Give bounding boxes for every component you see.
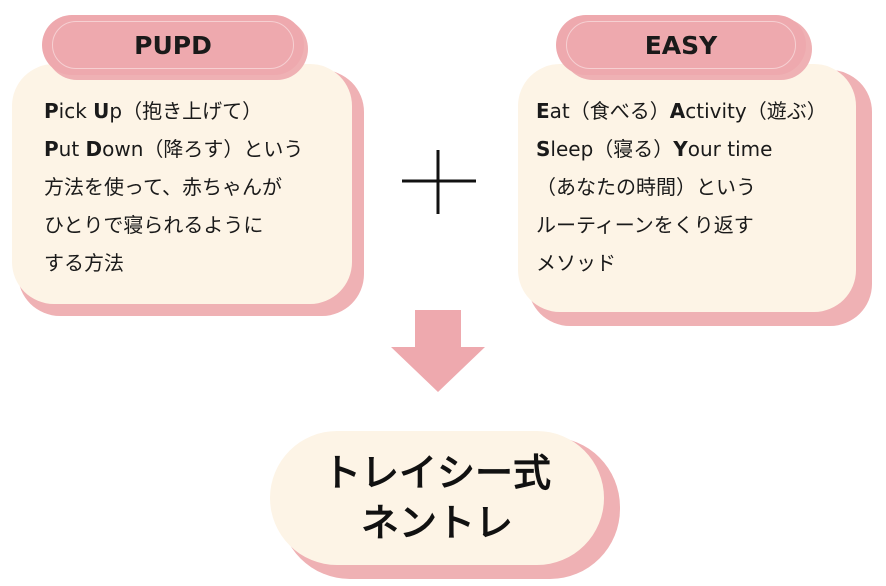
pupd-line-3: 方法を使って、赤ちゃんが bbox=[44, 175, 282, 199]
pupd-line-1: Pick Up（抱き上げて） bbox=[44, 99, 263, 123]
pupd-line-2: Put Down（降ろす）という bbox=[44, 137, 304, 161]
easy-card bbox=[518, 64, 856, 312]
easy-description: Eat（食べる）Activity（遊ぶ） Sleep（寝る）Your time … bbox=[536, 92, 827, 282]
pupd-description: Pick Up（抱き上げて） Put Down（降ろす）という 方法を使って、赤… bbox=[44, 92, 303, 282]
easy-line-3: （あなたの時間）という bbox=[536, 175, 756, 199]
pupd-title-text: PUPD bbox=[134, 30, 212, 60]
result-line-1: トレイシー式 bbox=[322, 451, 551, 495]
easy-line-2: Sleep（寝る）Your time bbox=[536, 137, 773, 161]
pupd-line-5: する方法 bbox=[44, 251, 124, 275]
result-line-2: ネントレ bbox=[360, 501, 513, 545]
pupd-title: PUPD bbox=[42, 15, 304, 75]
easy-title: EASY bbox=[556, 15, 806, 75]
easy-title-text: EASY bbox=[644, 30, 718, 60]
pupd-card bbox=[12, 64, 352, 304]
pupd-line-4: ひとりで寝られるように bbox=[44, 213, 264, 237]
down-arrow-icon bbox=[391, 310, 485, 392]
easy-line-5: メソッド bbox=[536, 251, 616, 275]
easy-line-1: Eat（食べる）Activity（遊ぶ） bbox=[536, 99, 827, 123]
result-pill: トレイシー式 ネントレ bbox=[270, 431, 604, 565]
easy-line-4: ルーティーンをくり返す bbox=[536, 213, 754, 237]
plus-icon bbox=[402, 150, 476, 214]
